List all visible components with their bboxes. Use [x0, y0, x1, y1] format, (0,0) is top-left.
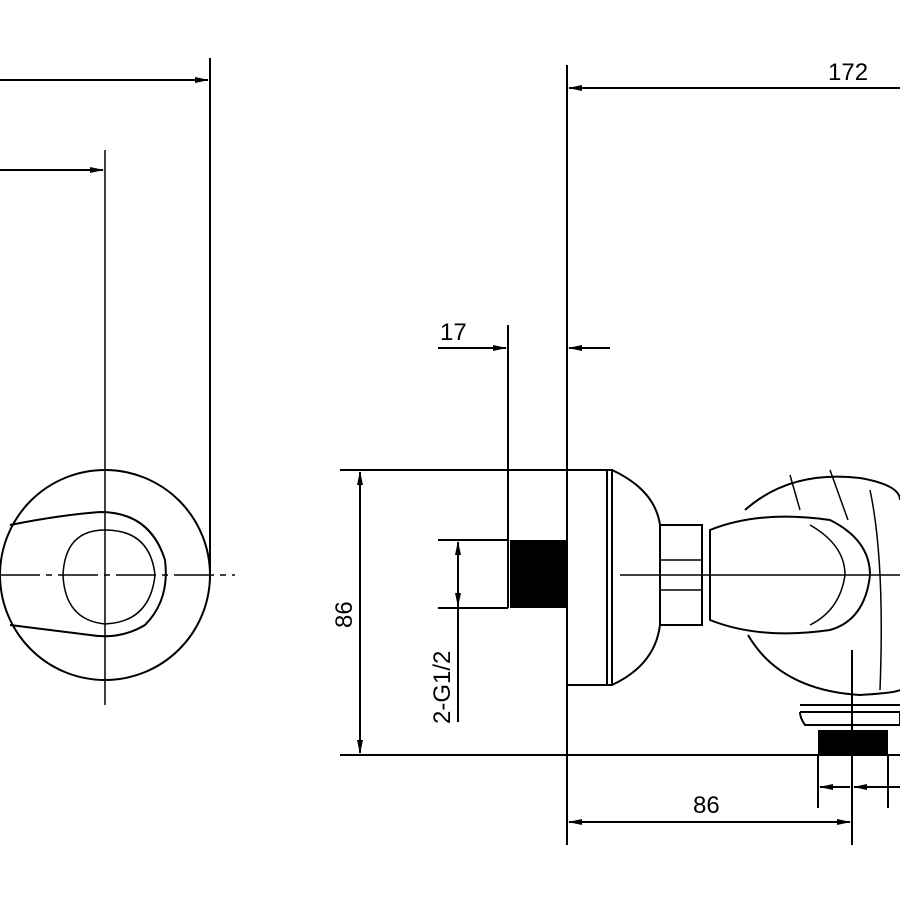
mixer-sphere-top [744, 475, 900, 511]
handle-outline [9, 510, 167, 638]
inlet-thread [510, 540, 566, 608]
wall-plate-outline [0, 469, 211, 681]
dimension-label-height: 86 [331, 601, 358, 628]
dimension-label-17: 17 [440, 319, 467, 346]
front-view: 172 17 86 2-G1/2 86 [331, 59, 900, 845]
handle-lines [789, 469, 882, 691]
handle-inner [62, 529, 156, 625]
cover-dome [611, 469, 661, 686]
wall-flange [566, 469, 613, 686]
dimension-label-thread: 2-G1/2 [429, 651, 456, 724]
outlet-flange [799, 704, 900, 726]
side-view [0, 58, 235, 705]
mixer-sphere-bottom [747, 634, 900, 697]
dimension-label-172: 172 [828, 59, 868, 86]
dimension-label-outlet-offset: 86 [693, 792, 720, 819]
